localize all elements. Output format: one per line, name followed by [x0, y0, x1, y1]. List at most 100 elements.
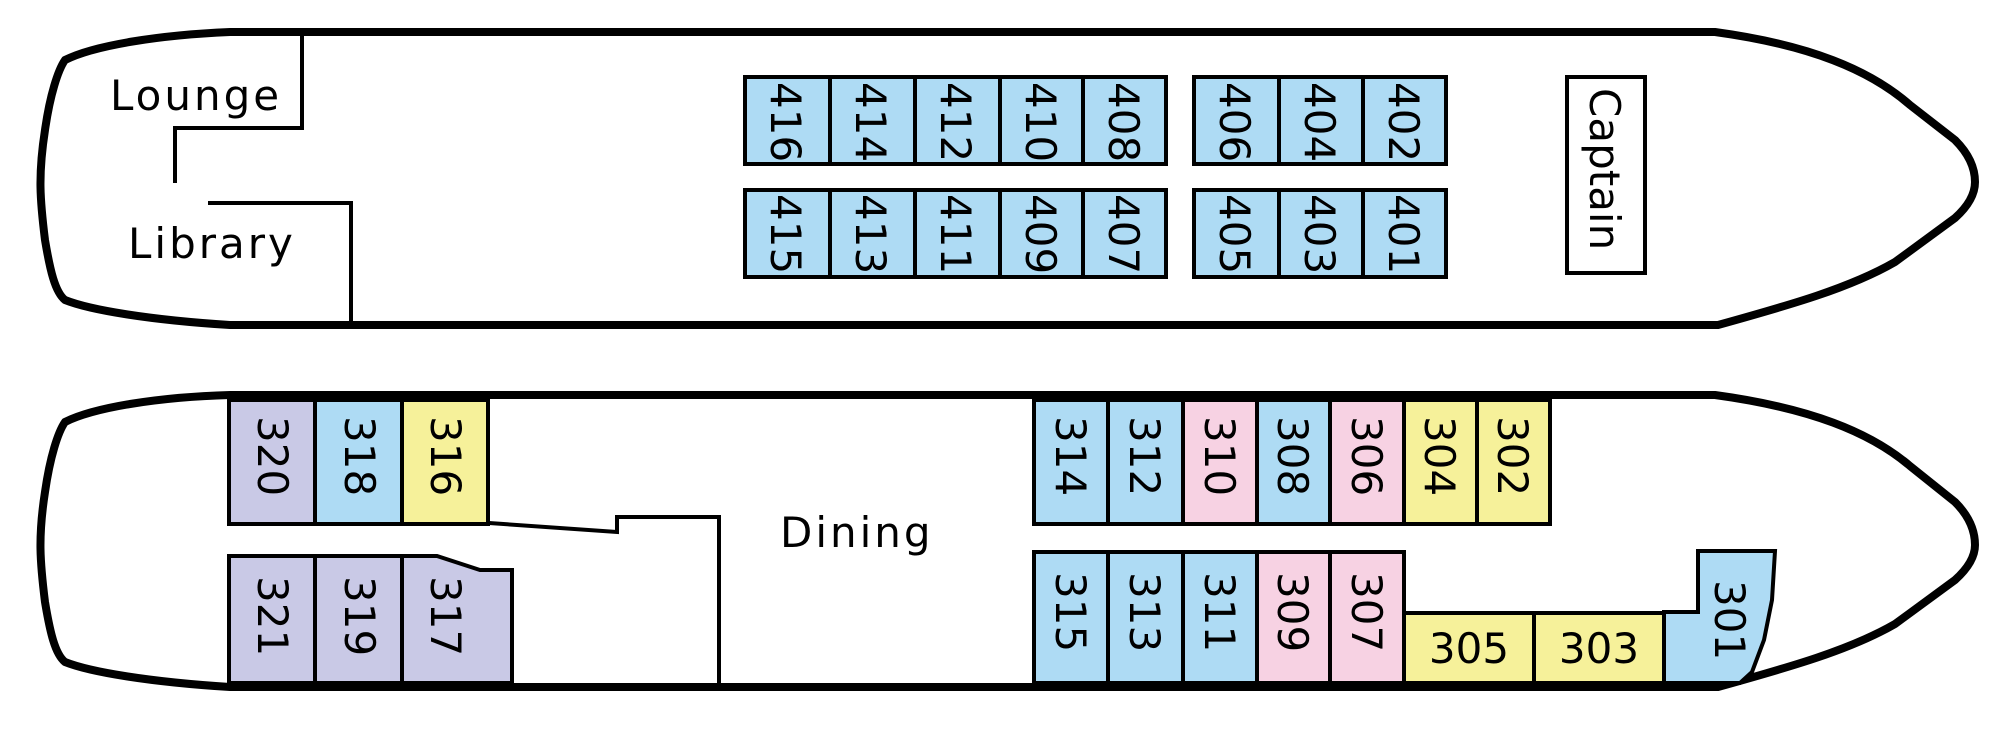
deck-4-hull — [36, 28, 1979, 329]
cabin-313[interactable]: 313 — [1106, 550, 1185, 685]
cabin-304-box — [1402, 398, 1479, 526]
lounge-wall — [173, 34, 304, 183]
cabin-307[interactable]: 307 — [1328, 550, 1406, 685]
cabin-410[interactable]: 410 — [998, 75, 1085, 166]
library-wall — [208, 201, 353, 323]
cabin-304[interactable]: 304 — [1402, 398, 1479, 526]
cabin-302-label: 302 — [1488, 416, 1537, 496]
cabin-302[interactable]: 302 — [1475, 398, 1552, 526]
cabin-309[interactable]: 309 — [1255, 550, 1332, 685]
cabin-303[interactable]: 303 — [1532, 611, 1666, 685]
cabin-407[interactable]: 407 — [1081, 188, 1168, 279]
cabin-320-box — [227, 398, 317, 526]
cabin-301-box — [1662, 549, 1778, 685]
cabin-413-box — [828, 188, 917, 279]
cabin-408-box — [1081, 75, 1168, 166]
cabin-306[interactable]: 306 — [1328, 398, 1406, 526]
cabin-318-label: 318 — [335, 416, 384, 496]
cabin-412-box — [913, 75, 1002, 166]
cabin-314-box — [1032, 398, 1110, 526]
deck-4-cabins: 416 414 412 410 408 406 404 402 415 413 411 409 407 4… — [743, 75, 1448, 279]
cabin-317-box — [400, 554, 514, 685]
cabin-305-box — [1402, 611, 1536, 685]
cabin-308[interactable]: 308 — [1255, 398, 1332, 526]
cabin-316[interactable]: 316 — [400, 398, 490, 526]
cabin-413-label: 413 — [846, 194, 895, 274]
cabin-414-box — [828, 75, 917, 166]
cabin-311-box — [1181, 550, 1259, 685]
cabin-403-box — [1277, 188, 1365, 279]
cabin-402-box — [1361, 75, 1448, 166]
dining-wall-left — [488, 515, 721, 683]
cabin-409-box — [998, 188, 1085, 279]
cabin-310[interactable]: 310 — [1181, 398, 1259, 526]
cabin-314[interactable]: 314 — [1032, 398, 1110, 526]
cabin-302-box — [1475, 398, 1552, 526]
cabin-321[interactable]: 321 — [227, 554, 317, 685]
cabin-408-label: 408 — [1099, 82, 1148, 162]
cabin-415[interactable]: 415 — [743, 188, 832, 279]
cabin-414-label: 414 — [846, 82, 895, 162]
cabin-407-box — [1081, 188, 1168, 279]
cabin-312[interactable]: 312 — [1106, 398, 1185, 526]
cabin-413[interactable]: 413 — [828, 188, 917, 279]
cabin-311[interactable]: 311 — [1181, 550, 1259, 685]
cabin-308-box — [1255, 398, 1332, 526]
cabin-319[interactable]: 319 — [313, 554, 404, 685]
cabin-416[interactable]: 416 — [743, 75, 832, 166]
cabin-304-label: 304 — [1415, 416, 1464, 496]
cabin-406[interactable]: 406 — [1192, 75, 1281, 166]
cabin-401[interactable]: 401 — [1361, 188, 1448, 279]
cabin-318[interactable]: 318 — [313, 398, 404, 526]
cabin-309-box — [1255, 550, 1332, 685]
cabin-408[interactable]: 408 — [1081, 75, 1168, 166]
cabin-316-box — [400, 398, 490, 526]
cabin-412[interactable]: 412 — [913, 75, 1002, 166]
cabin-316-label: 316 — [421, 416, 470, 496]
cabin-414[interactable]: 414 — [828, 75, 917, 166]
cabin-315[interactable]: 315 — [1032, 550, 1110, 685]
cabin-404-label: 404 — [1295, 82, 1344, 162]
captain-label: Captain — [1580, 88, 1629, 250]
cabin-403-label: 403 — [1295, 194, 1344, 274]
cabin-312-label: 312 — [1120, 416, 1169, 496]
cabin-405[interactable]: 405 — [1192, 188, 1281, 279]
cabin-410-box — [998, 75, 1085, 166]
cabin-310-label: 310 — [1195, 416, 1244, 496]
cabin-313-box — [1106, 550, 1185, 685]
cabin-404[interactable]: 404 — [1277, 75, 1365, 166]
cabin-406-label: 406 — [1210, 82, 1259, 162]
cabin-405-box — [1192, 188, 1281, 279]
cabin-313-label: 313 — [1120, 572, 1169, 652]
cabin-320[interactable]: 320 — [227, 398, 317, 526]
cabin-303-label: 303 — [1559, 624, 1639, 673]
cabin-410-label: 410 — [1016, 82, 1065, 162]
cabin-402-label: 402 — [1379, 82, 1428, 162]
cabin-412-label: 412 — [931, 82, 980, 162]
cabin-308-label: 308 — [1268, 416, 1317, 496]
cabin-409-label: 409 — [1016, 194, 1065, 274]
cabin-407-label: 407 — [1099, 194, 1148, 274]
cabin-317[interactable]: 317 — [400, 554, 514, 685]
cabin-321-label: 321 — [248, 576, 297, 656]
cabin-402[interactable]: 402 — [1361, 75, 1448, 166]
cabin-315-label: 315 — [1046, 572, 1095, 652]
cabin-416-label: 416 — [761, 82, 810, 162]
cabin-403[interactable]: 403 — [1277, 188, 1365, 279]
cabin-311-label: 311 — [1195, 572, 1244, 652]
cabin-401-label: 401 — [1379, 194, 1428, 274]
cabin-301-label: 301 — [1705, 580, 1754, 660]
cabin-305[interactable]: 305 — [1402, 611, 1536, 685]
cabin-406-box — [1192, 75, 1281, 166]
cabin-401-box — [1361, 188, 1448, 279]
cabin-411[interactable]: 411 — [913, 188, 1002, 279]
cabin-409[interactable]: 409 — [998, 188, 1085, 279]
dining-label: Dining — [780, 508, 934, 557]
cabin-411-box — [913, 188, 1002, 279]
cabin-307-box — [1328, 550, 1406, 685]
cabin-301[interactable]: 301 — [1662, 549, 1778, 685]
